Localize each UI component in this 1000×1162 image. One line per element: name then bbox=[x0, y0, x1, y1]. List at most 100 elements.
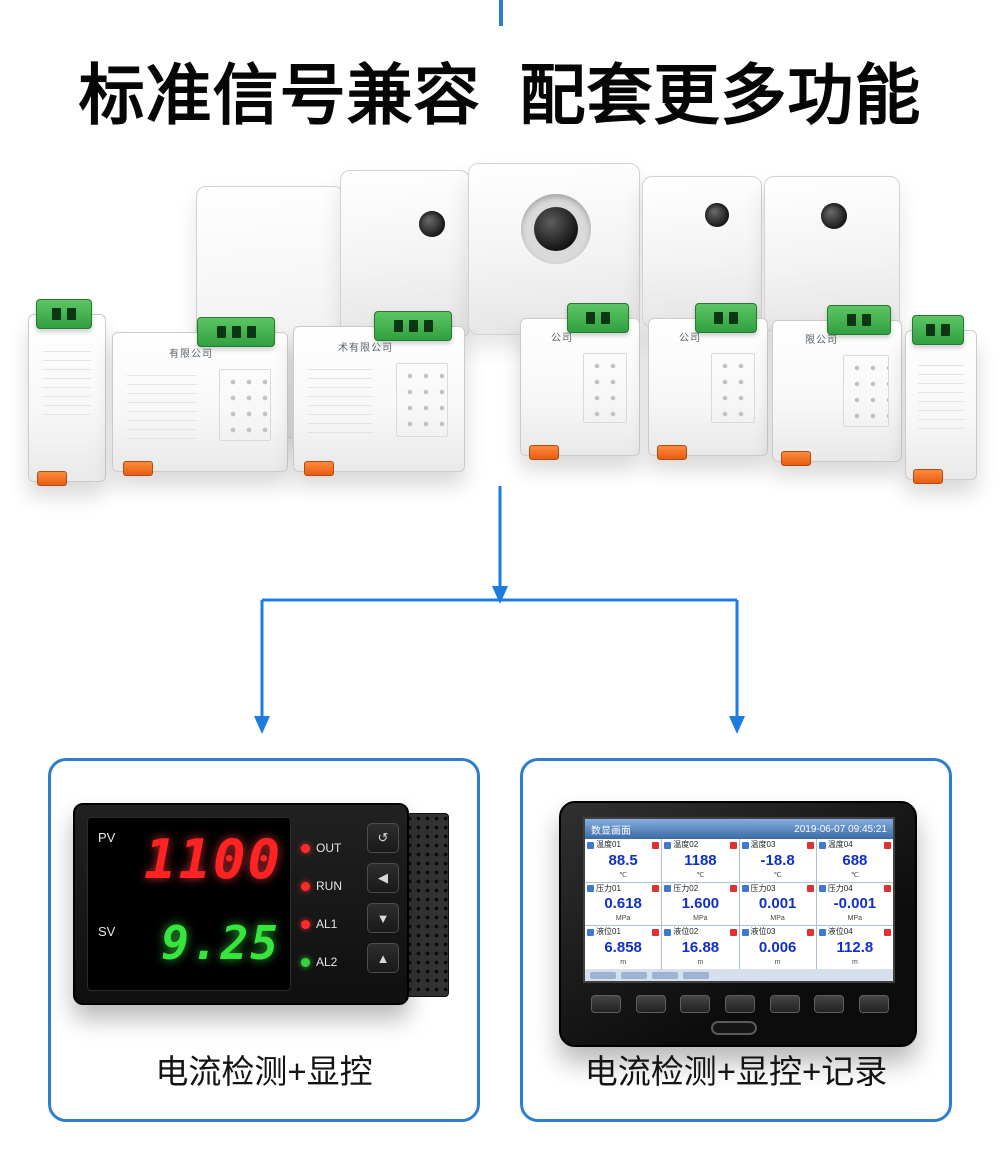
channel-name: 液位01 bbox=[596, 927, 621, 937]
channel-cell: 压力01 0.618 MPa bbox=[585, 882, 662, 926]
recorder-button bbox=[724, 995, 755, 1013]
printed-text-lines bbox=[127, 375, 197, 439]
channel-cell: 压力02 1.600 MPa bbox=[662, 882, 739, 926]
channel-value: -18.8 bbox=[760, 851, 795, 869]
screen-title: 数显画面 bbox=[591, 825, 631, 837]
indicator-out: OUT bbox=[301, 829, 359, 867]
alarm-icon bbox=[884, 841, 891, 849]
signal-transmitter-module: 有限公司 bbox=[112, 317, 288, 476]
recorder-button bbox=[591, 995, 621, 1013]
left-caption: 电流检测+显控 bbox=[155, 1053, 373, 1090]
channel-name: 液位02 bbox=[673, 927, 699, 937]
din-clip bbox=[304, 461, 334, 476]
sv-value: 9.25 bbox=[161, 916, 280, 970]
din-clip bbox=[657, 445, 687, 460]
alarm-icon bbox=[884, 885, 891, 893]
channel-name: 液位03 bbox=[750, 927, 776, 937]
terminal-slot bbox=[216, 326, 226, 338]
terminal-block bbox=[36, 299, 92, 329]
status-indicators: OUT RUN AL1 AL2 bbox=[301, 829, 359, 981]
indicator-label: AL2 bbox=[316, 955, 338, 969]
channel-cell: 温度04 688 ℃ bbox=[816, 839, 893, 882]
terminal-slot bbox=[408, 320, 418, 332]
meter-display: PV 1100 SV 9.25 bbox=[87, 817, 291, 991]
channel-unit: ℃ bbox=[850, 871, 859, 879]
channel-unit: MPa bbox=[847, 915, 863, 923]
channel-cell: 压力03 0.001 MPa bbox=[739, 882, 816, 926]
screen-menu-bar bbox=[585, 969, 893, 981]
channel-name: 液位04 bbox=[827, 927, 853, 937]
top-accent-line bbox=[499, 0, 503, 26]
indicator-al2: AL2 bbox=[301, 943, 359, 981]
din-clip bbox=[123, 461, 153, 476]
signal-transmitter-module bbox=[28, 299, 106, 486]
right-caption: 电流检测+显控+记录 bbox=[584, 1053, 888, 1090]
module-brand-label: 公司 bbox=[679, 333, 701, 344]
signal-transmitter-module bbox=[905, 315, 977, 484]
alarm-icon bbox=[806, 928, 814, 936]
channel-unit: ℃ bbox=[773, 871, 782, 879]
channel-name: 压力03 bbox=[750, 883, 776, 893]
channel-unit: MPa bbox=[615, 915, 631, 923]
terminal-slot bbox=[941, 324, 950, 336]
signal-transmitter-module: 公司 bbox=[648, 303, 768, 460]
channel-value: 688 bbox=[842, 851, 868, 869]
recorder-body: 数显画面 2019-06-07 09:45:21 温度01 88.5 ℃ 温度0… bbox=[559, 801, 917, 1047]
menu-tab bbox=[590, 971, 616, 979]
channel-name: 温度03 bbox=[750, 840, 776, 849]
terminal-slot bbox=[729, 312, 738, 324]
sensor-ring bbox=[521, 194, 591, 264]
alarm-icon bbox=[729, 928, 737, 936]
channel-unit: ℃ bbox=[619, 871, 628, 879]
terminal-slot bbox=[246, 326, 256, 338]
channel-grid: 温度01 88.5 ℃ 温度02 1188 ℃ 温度03 -18.8 ℃ bbox=[585, 839, 893, 969]
din-clip bbox=[529, 445, 559, 460]
channel-cell: 温度02 1188 ℃ bbox=[662, 839, 739, 882]
channel-icon bbox=[587, 841, 594, 849]
printed-text-lines bbox=[43, 351, 91, 421]
channel-name: 温度04 bbox=[827, 840, 853, 849]
channel-icon bbox=[664, 928, 672, 936]
terminal-block bbox=[197, 317, 275, 347]
channel-cell: 压力04 -0.001 MPa bbox=[816, 882, 893, 926]
channel-value: 112.8 bbox=[836, 939, 874, 957]
din-clip bbox=[37, 471, 67, 486]
channel-name: 温度01 bbox=[596, 840, 621, 849]
alarm-icon bbox=[652, 885, 660, 893]
usb-port bbox=[711, 1021, 757, 1035]
screen-header: 数显画面 2019-06-07 09:45:21 bbox=[585, 819, 893, 839]
sensor-hole bbox=[705, 203, 729, 227]
channel-value: 0.006 bbox=[758, 939, 797, 957]
channel-value: 0.618 bbox=[604, 895, 642, 913]
channel-icon bbox=[818, 841, 826, 849]
channel-unit: m bbox=[774, 959, 781, 966]
alarm-icon bbox=[652, 841, 660, 849]
channel-cell: 液位04 112.8 m bbox=[816, 926, 893, 969]
meter-left-button: ◀ bbox=[367, 863, 399, 893]
alarm-icon bbox=[884, 928, 891, 936]
alarm-icon bbox=[729, 841, 737, 849]
alarm-icon bbox=[652, 928, 660, 936]
paperless-recorder: 数显画面 2019-06-07 09:45:21 温度01 88.5 ℃ 温度0… bbox=[551, 801, 927, 1053]
channel-icon bbox=[818, 885, 826, 893]
terminal-slot bbox=[52, 308, 61, 320]
signal-transmitter-module: 限公司 bbox=[772, 305, 902, 466]
channel-unit: MPa bbox=[693, 915, 708, 923]
terminal-slot bbox=[423, 320, 433, 332]
sensor-hole bbox=[419, 211, 445, 237]
meter-loop-button: ↺ bbox=[367, 823, 399, 853]
channel-value: 6.858 bbox=[604, 939, 642, 957]
terminal-block bbox=[374, 311, 452, 341]
indicator-label: OUT bbox=[316, 841, 342, 855]
printed-text-lines bbox=[308, 369, 372, 437]
din-clip bbox=[781, 451, 811, 466]
wiring-diagram bbox=[396, 363, 448, 437]
channel-cell: 液位03 0.006 m bbox=[739, 926, 816, 969]
channel-unit: ℃ bbox=[696, 871, 705, 879]
pv-value: 1100 bbox=[143, 828, 282, 891]
channel-icon bbox=[664, 841, 672, 849]
indicator-run: RUN bbox=[301, 867, 359, 905]
indicator-al1: AL1 bbox=[301, 905, 359, 943]
terminal-slot bbox=[847, 314, 856, 326]
recorder-screen: 数显画面 2019-06-07 09:45:21 温度01 88.5 ℃ 温度0… bbox=[583, 817, 895, 983]
